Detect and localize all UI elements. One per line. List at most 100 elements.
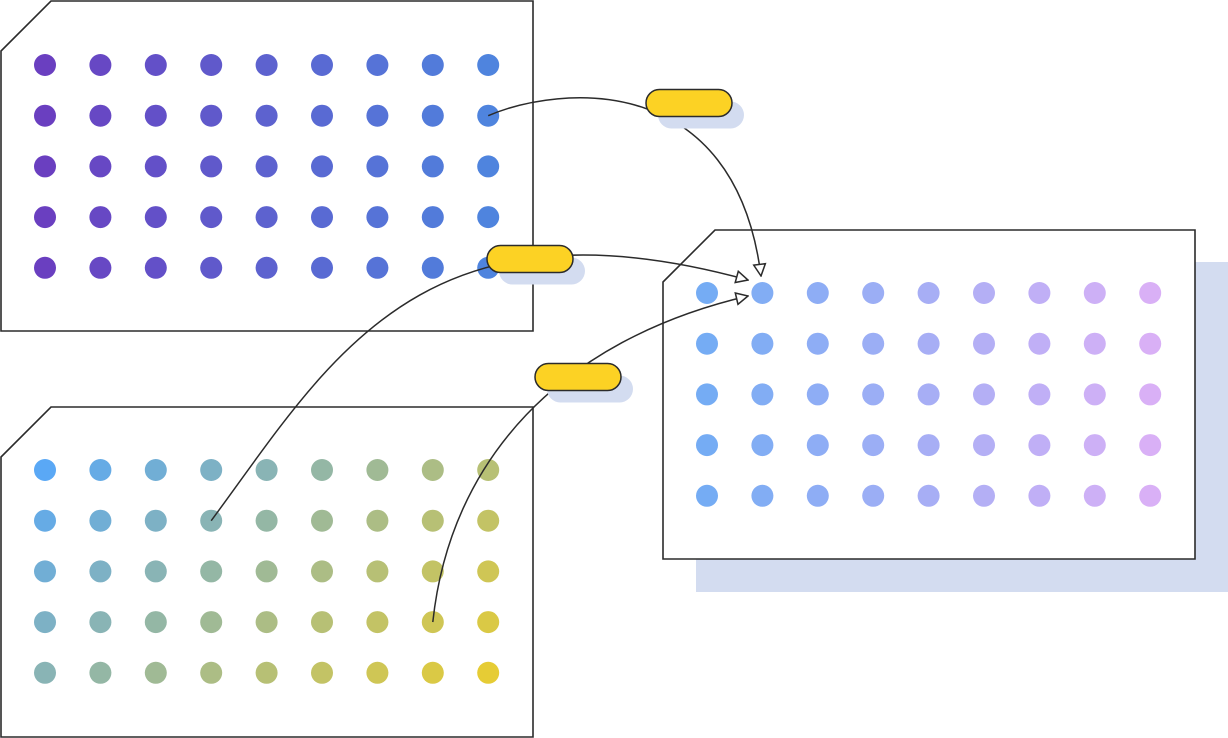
well[interactable] [1083, 383, 1106, 406]
well[interactable] [255, 104, 278, 127]
well[interactable] [421, 661, 444, 684]
well[interactable] [421, 54, 444, 76]
well[interactable] [366, 54, 389, 76]
well[interactable] [89, 206, 112, 229]
well[interactable] [806, 383, 829, 406]
well[interactable] [696, 282, 718, 304]
well[interactable] [255, 155, 278, 178]
well[interactable] [973, 434, 995, 457]
well[interactable] [1139, 383, 1162, 406]
well[interactable] [34, 256, 56, 279]
well[interactable] [917, 383, 940, 406]
well[interactable] [366, 256, 389, 279]
well[interactable] [311, 54, 333, 76]
well[interactable] [917, 282, 940, 304]
well[interactable] [366, 104, 389, 127]
well[interactable] [917, 434, 940, 457]
well[interactable] [366, 560, 389, 583]
well[interactable] [144, 459, 167, 481]
well[interactable] [917, 332, 940, 355]
well[interactable] [200, 256, 223, 279]
well[interactable] [255, 509, 278, 532]
well[interactable] [311, 459, 333, 481]
well[interactable] [200, 560, 223, 583]
well[interactable] [144, 155, 167, 178]
well[interactable] [477, 206, 500, 229]
well[interactable] [421, 206, 444, 229]
well[interactable] [477, 509, 500, 532]
well[interactable] [806, 434, 829, 457]
well[interactable] [421, 560, 444, 583]
well[interactable] [366, 611, 389, 634]
well[interactable] [1028, 484, 1051, 507]
well[interactable] [1083, 434, 1106, 457]
well[interactable] [862, 332, 885, 355]
well[interactable] [311, 560, 333, 583]
well[interactable] [751, 484, 774, 507]
well[interactable] [1028, 282, 1051, 304]
well[interactable] [144, 509, 167, 532]
well[interactable] [1083, 282, 1106, 304]
well[interactable] [477, 560, 500, 583]
well[interactable] [1028, 383, 1051, 406]
well[interactable] [366, 509, 389, 532]
well[interactable] [89, 256, 112, 279]
well[interactable] [366, 206, 389, 229]
well[interactable] [144, 54, 167, 76]
well[interactable] [1139, 332, 1162, 355]
well[interactable] [862, 434, 885, 457]
well[interactable] [255, 661, 278, 684]
well[interactable] [973, 282, 995, 304]
well[interactable] [89, 560, 112, 583]
well[interactable] [200, 155, 223, 178]
well[interactable] [751, 282, 774, 304]
well[interactable] [751, 383, 774, 406]
well[interactable] [806, 282, 829, 304]
well[interactable] [144, 611, 167, 634]
well[interactable] [34, 661, 56, 684]
well[interactable] [696, 484, 718, 507]
well[interactable] [421, 104, 444, 127]
well[interactable] [34, 509, 56, 532]
well[interactable] [200, 104, 223, 127]
well[interactable] [311, 104, 333, 127]
well[interactable] [200, 206, 223, 229]
well[interactable] [1139, 434, 1162, 457]
well[interactable] [144, 256, 167, 279]
well[interactable] [34, 459, 56, 481]
well[interactable] [89, 54, 112, 76]
well[interactable] [89, 459, 112, 481]
well[interactable] [311, 206, 333, 229]
well[interactable] [144, 560, 167, 583]
well[interactable] [200, 54, 223, 76]
well[interactable] [255, 560, 278, 583]
well[interactable] [89, 509, 112, 532]
well[interactable] [862, 484, 885, 507]
well[interactable] [89, 104, 112, 127]
well[interactable] [255, 611, 278, 634]
well[interactable] [311, 155, 333, 178]
well[interactable] [200, 459, 223, 481]
well[interactable] [34, 206, 56, 229]
well[interactable] [311, 256, 333, 279]
well[interactable] [255, 459, 278, 481]
well[interactable] [144, 206, 167, 229]
well[interactable] [696, 434, 718, 457]
well[interactable] [1139, 484, 1162, 507]
well[interactable] [1083, 484, 1106, 507]
well[interactable] [421, 155, 444, 178]
well[interactable] [973, 332, 995, 355]
well[interactable] [751, 332, 774, 355]
well[interactable] [34, 104, 56, 127]
well[interactable] [1028, 332, 1051, 355]
well[interactable] [200, 611, 223, 634]
well[interactable] [34, 560, 56, 583]
well[interactable] [34, 54, 56, 76]
well[interactable] [862, 383, 885, 406]
well[interactable] [89, 155, 112, 178]
well[interactable] [1083, 332, 1106, 355]
well[interactable] [366, 661, 389, 684]
well[interactable] [917, 484, 940, 507]
well[interactable] [421, 459, 444, 481]
well[interactable] [144, 661, 167, 684]
